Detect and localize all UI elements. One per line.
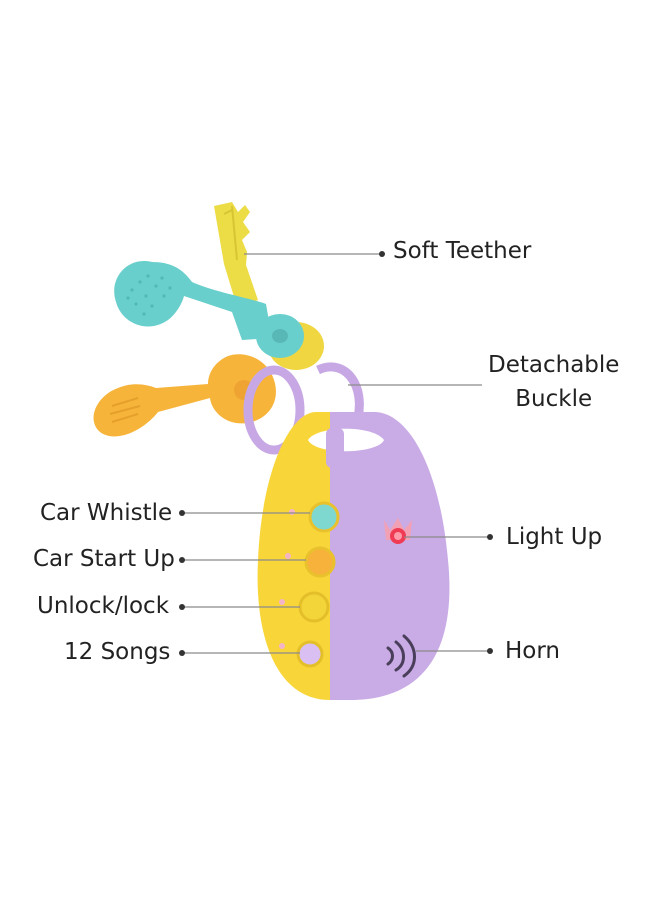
button-car-start-up <box>285 546 336 578</box>
crown-light-up-icon <box>384 518 412 544</box>
label-car-start-up: Car Start Up <box>33 546 175 572</box>
key-ring-stack <box>256 314 324 370</box>
yellow-teether-key <box>214 202 258 310</box>
callout-dots <box>179 251 493 656</box>
label-detachable-line1: Detachable <box>488 352 620 378</box>
label-horn: Horn <box>505 638 560 664</box>
label-detachable-buckle: Detachable Buckle <box>488 352 619 413</box>
button-songs <box>279 640 324 668</box>
callout-lines <box>182 253 490 654</box>
label-unlock-lock: Unlock/lock <box>37 593 170 619</box>
label-detachable-line2: Buckle <box>515 385 593 412</box>
label-songs: 12 Songs <box>64 639 171 665</box>
key-fob-body <box>257 412 450 700</box>
label-soft-teether: Soft Teether <box>393 238 532 264</box>
label-light-up: Light Up <box>506 524 603 550</box>
label-car-whistle: Car Whistle <box>40 500 173 526</box>
teal-teether-key <box>114 261 272 340</box>
horn-speaker-icon <box>386 634 416 678</box>
